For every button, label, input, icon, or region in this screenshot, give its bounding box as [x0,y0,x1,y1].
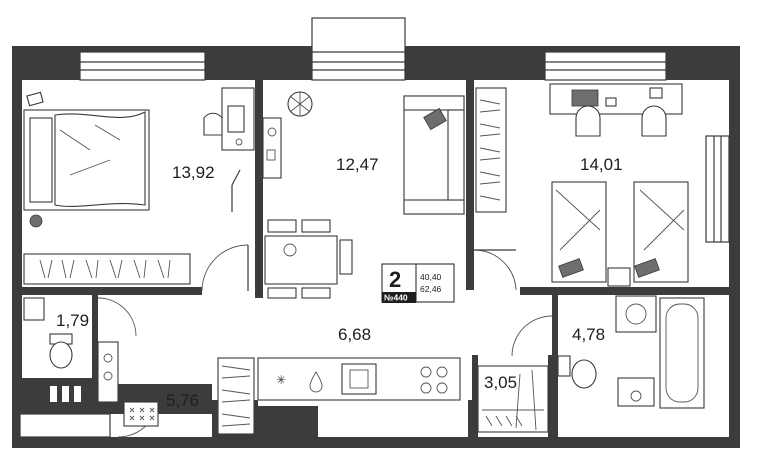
room-labels: 13,92 12,47 14,01 1,79 6,68 4,78 5,76 3,… [56,155,623,410]
rooms-count: 2 [389,267,401,292]
pillow-icon [26,91,44,107]
room-area-corridor: 5,76 [166,391,199,410]
room-area-kitchen-hall: 6,68 [338,325,371,344]
radiator-blocks [50,386,81,402]
water-drop-icon [309,371,323,393]
plant-icon [29,214,43,228]
dining-set [264,219,353,299]
washer-icon [615,295,657,333]
wardrobe-right [475,87,507,213]
washbasin-icon [617,377,655,407]
bathroom-fixtures [557,295,705,428]
beds-right [551,181,689,287]
desk-right [549,83,683,137]
toilet-icon [571,359,597,389]
toilet-fixtures [23,297,119,403]
bathtub-icon [659,297,705,409]
shoe-rack [123,401,159,427]
windows [19,17,730,438]
room-area-bathroom: 4,78 [572,325,605,344]
room-area-bedroom-left: 13,92 [172,163,215,182]
tv-stand [262,117,282,179]
sofa [403,95,465,215]
room-area-storage: 3,05 [484,373,517,392]
stove-icon [420,366,448,394]
bath-radiator [566,410,597,428]
room-area-toilet: 1,79 [56,311,89,330]
bed-left [23,109,150,211]
room-area-living-room: 12,47 [336,155,379,174]
apartment-number: №440 [384,293,408,303]
plant-living [287,91,313,117]
desk-left [203,87,255,212]
room-area-bedroom-right: 14,01 [580,155,623,174]
apartment-badge: 2 №440 40,40 62,46 [381,263,455,303]
storage-rack [477,365,549,433]
total-area: 62,46 [420,284,442,294]
living-area: 40,40 [420,272,442,282]
wardrobe-left [23,253,191,285]
corridor-wardrobe [217,357,255,435]
fridge-icon: ✳ [276,373,286,387]
kitchen-counter: ✳ [257,357,461,401]
doors [97,244,553,438]
sink-icon [341,363,377,395]
